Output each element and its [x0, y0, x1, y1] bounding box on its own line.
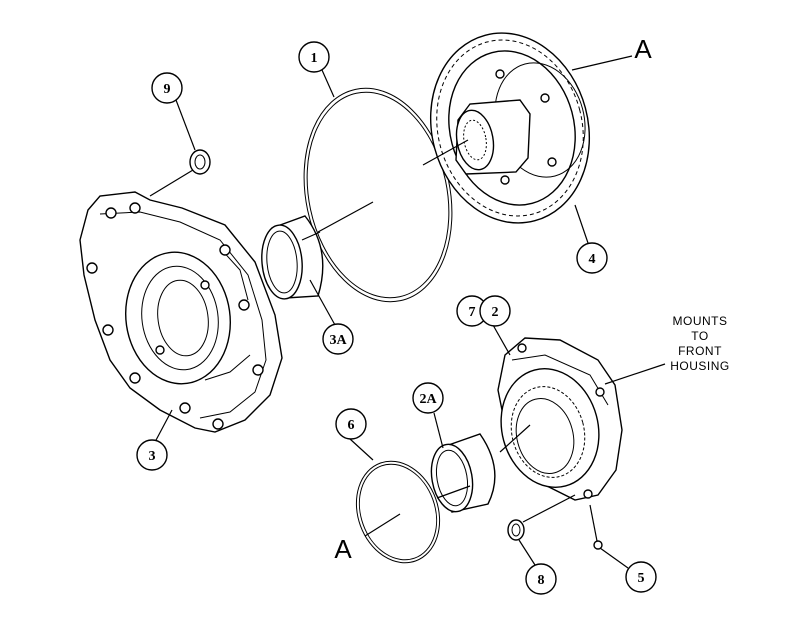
callout-4: 4 — [576, 242, 608, 274]
svg-text:6: 6 — [348, 418, 355, 433]
note-line-1: MOUNTS — [673, 314, 728, 328]
label-a-bottom: A — [334, 534, 352, 564]
svg-text:2: 2 — [492, 305, 499, 320]
part-5-plug — [593, 540, 603, 550]
note-line-3: FRONT — [678, 344, 722, 358]
callout-3: 3 — [136, 439, 168, 471]
callout-2a: 2A — [412, 382, 444, 414]
note-line-4: HOUSING — [670, 359, 730, 373]
leader-lines — [149, 55, 666, 569]
callout-3a: 3A — [322, 323, 354, 355]
part-6-seal-ring — [355, 460, 441, 564]
svg-text:9: 9 — [164, 82, 171, 97]
label-a-top: A — [634, 34, 652, 64]
callout-2: 2 — [479, 295, 511, 327]
svg-text:1: 1 — [311, 51, 318, 66]
mounts-to-front-housing-note: MOUNTS TO FRONT HOUSING — [670, 314, 730, 373]
part-2-pump-plate — [497, 337, 623, 501]
part-8-washer — [507, 519, 525, 541]
svg-text:4: 4 — [589, 252, 596, 267]
callout-5: 5 — [625, 561, 657, 593]
part-3-pump-housing — [79, 191, 283, 433]
callout-1: 1 — [298, 41, 330, 73]
svg-text:8: 8 — [538, 573, 545, 588]
part-3a-bushing — [261, 215, 324, 300]
svg-text:3: 3 — [149, 449, 156, 464]
callout-8: 8 — [525, 563, 557, 595]
part-4-gear — [429, 32, 591, 224]
svg-text:5: 5 — [638, 571, 645, 586]
svg-text:7: 7 — [469, 305, 476, 320]
svg-text:3A: 3A — [329, 333, 347, 348]
callout-9: 9 — [151, 72, 183, 104]
callout-6: 6 — [335, 408, 367, 440]
note-line-2: TO — [691, 329, 708, 343]
part-9-washer — [189, 149, 211, 175]
svg-text:2A: 2A — [419, 392, 437, 407]
